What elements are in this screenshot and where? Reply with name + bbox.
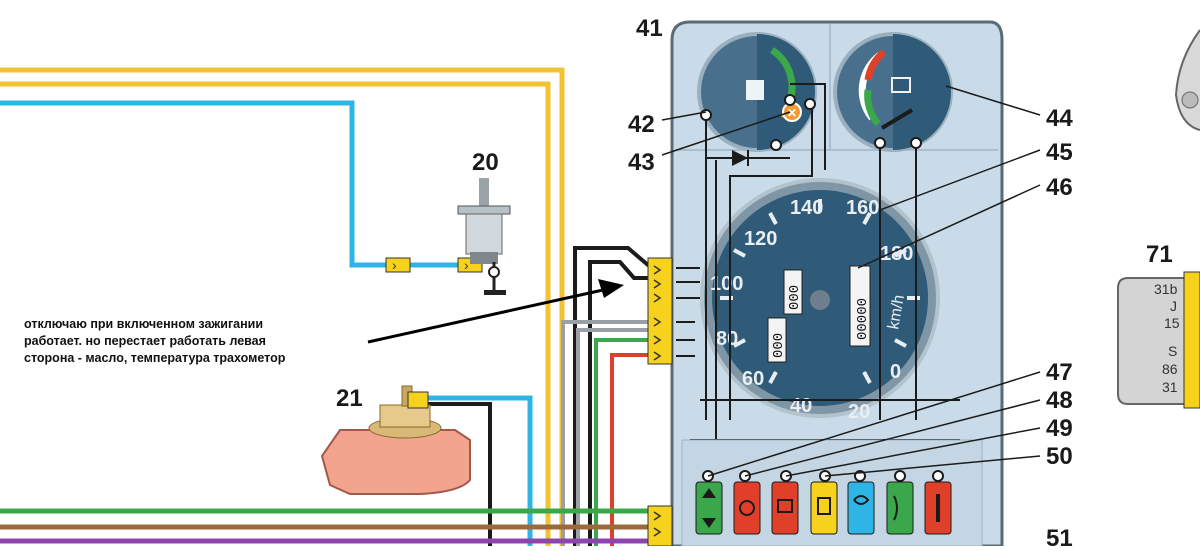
battery-icon: [891, 77, 911, 93]
annotation-arrowhead: [598, 279, 624, 298]
annotation-line-2: работает. но перестает работать левая: [24, 334, 266, 348]
label-42: 42: [628, 111, 655, 138]
wire-bundle-to-cluster: [561, 246, 660, 546]
relay-pin-15: 15: [1164, 315, 1180, 331]
label-47: 47: [1046, 359, 1073, 386]
relay-pin-31b: 31b: [1154, 281, 1178, 297]
speed-label-180: 180: [880, 243, 913, 265]
connector-block: › ›: [385, 257, 483, 273]
annotation-line-3: сторона - масло, температура трахометор: [24, 351, 286, 365]
svg-text:›: ›: [464, 257, 469, 273]
label-50: 50: [1046, 443, 1073, 470]
label-20: 20: [472, 149, 499, 176]
speed-label-0: 0: [890, 361, 901, 383]
relay-pin-86: 86: [1162, 361, 1178, 377]
odometer-digits: 00000: [855, 298, 871, 340]
relay-pin-31: 31: [1162, 379, 1178, 395]
cluster-terminals: [700, 94, 922, 151]
fuel-pump-icon: [746, 80, 764, 100]
annotation-line-1: отключаю при включенном зажигании: [24, 317, 263, 331]
turn-signal-arrows-icon: [695, 481, 723, 535]
trip-digits: 000: [787, 285, 803, 310]
side-counter: [767, 317, 787, 363]
fuel-gauge-42: ✕: [697, 32, 817, 152]
diode: [732, 150, 749, 166]
speed-label-160: 160: [846, 197, 879, 219]
brake-fluid-reservoir-21: [320, 385, 471, 495]
label-46: 46: [1046, 174, 1073, 201]
label-45: 45: [1046, 139, 1073, 166]
lamp-cross-icon: ✕: [787, 106, 797, 120]
speed-label-120: 120: [744, 228, 777, 250]
temperature-gauge-44: [833, 32, 953, 152]
speed-label-20: 20: [848, 401, 870, 423]
fog-light-icon: [886, 481, 914, 535]
battery-warning-icon: [771, 481, 799, 535]
label-41: 41: [636, 15, 663, 42]
relay-71: [1117, 271, 1200, 409]
wire-blue-sensor: [428, 395, 533, 546]
wire-black-sensor: [428, 402, 492, 546]
instrument-cluster-41: ✕: [670, 20, 1004, 548]
label-49: 49: [1046, 415, 1073, 442]
partial-component-top-right: [1174, 29, 1200, 131]
speed-label-60: 60: [742, 368, 764, 390]
speed-label-100: 100: [710, 273, 743, 295]
label-51: 51: [1046, 525, 1073, 546]
user-annotation: отключаю при включенном зажигании работа…: [24, 279, 624, 365]
label-48: 48: [1046, 387, 1073, 414]
oil-pressure-sensor-20: [457, 178, 511, 295]
speed-unit: km/h: [885, 294, 908, 331]
high-beam-icon: [847, 481, 875, 535]
wire-yellow-outer: [0, 67, 565, 546]
leader-lines: [661, 85, 1041, 477]
relay-pin-s: S: [1168, 343, 1177, 359]
indicator-strip: [681, 439, 983, 547]
speed-label-40: 40: [790, 395, 812, 417]
label-44: 44: [1046, 105, 1073, 132]
cluster-connector-lower: [647, 505, 673, 547]
wire-bottom-horizontals: [0, 508, 660, 544]
label-21: 21: [336, 385, 363, 412]
annotation-arrow: [367, 286, 613, 344]
speed-label-80: 80: [716, 328, 738, 350]
parking-light-icon: [810, 481, 838, 535]
svg-text:›: ›: [392, 257, 397, 273]
label-43: 43: [628, 149, 655, 176]
wire-blue: [0, 100, 470, 268]
side-digits: 000: [771, 333, 787, 358]
label-71: 71: [1146, 241, 1173, 268]
cluster-connector-upper: [647, 257, 673, 365]
odometer: [849, 265, 871, 347]
brake-icon: [733, 481, 761, 535]
speed-label-140: 140: [790, 197, 823, 219]
trip-counter: [783, 269, 803, 315]
gauge-needle: [880, 108, 914, 130]
relay-pin-j: J: [1170, 298, 1177, 314]
